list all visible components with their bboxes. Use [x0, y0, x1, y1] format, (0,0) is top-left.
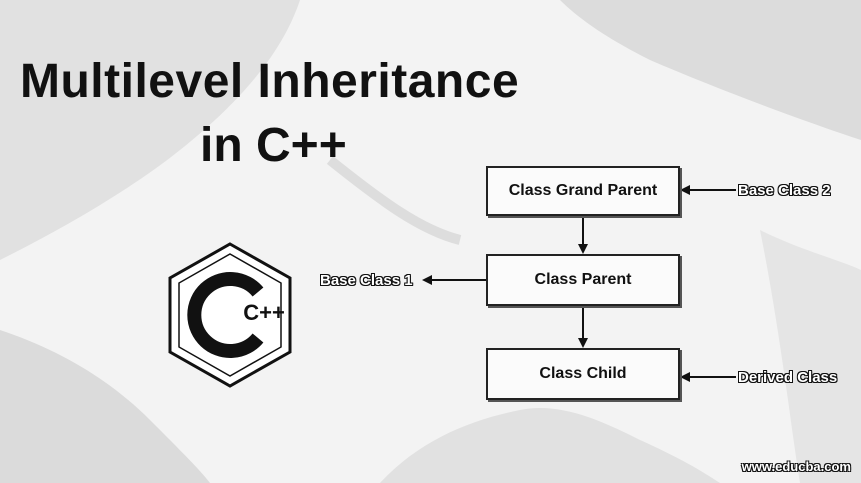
class-child-label: Class Child — [539, 365, 627, 382]
class-grand-parent-box: Class Grand Parent — [486, 166, 680, 216]
title-line-1: Multilevel Inheritance — [20, 55, 520, 108]
title-line-2: in C++ — [200, 119, 347, 172]
class-parent-box: Class Parent — [486, 254, 680, 306]
class-child-box: Class Child — [486, 348, 680, 400]
watermark: www.educba.com — [741, 459, 851, 474]
cpp-logo-text: C++ — [243, 300, 285, 325]
derived-class-label: Derived Class — [738, 369, 838, 386]
class-parent-label: Class Parent — [534, 271, 632, 288]
cpp-logo-icon: C++ — [168, 242, 292, 388]
base-class-2-label: Base Class 2 — [738, 182, 831, 199]
base-class-1-label: Base Class 1 — [320, 272, 413, 289]
class-grand-parent-label: Class Grand Parent — [508, 182, 658, 199]
